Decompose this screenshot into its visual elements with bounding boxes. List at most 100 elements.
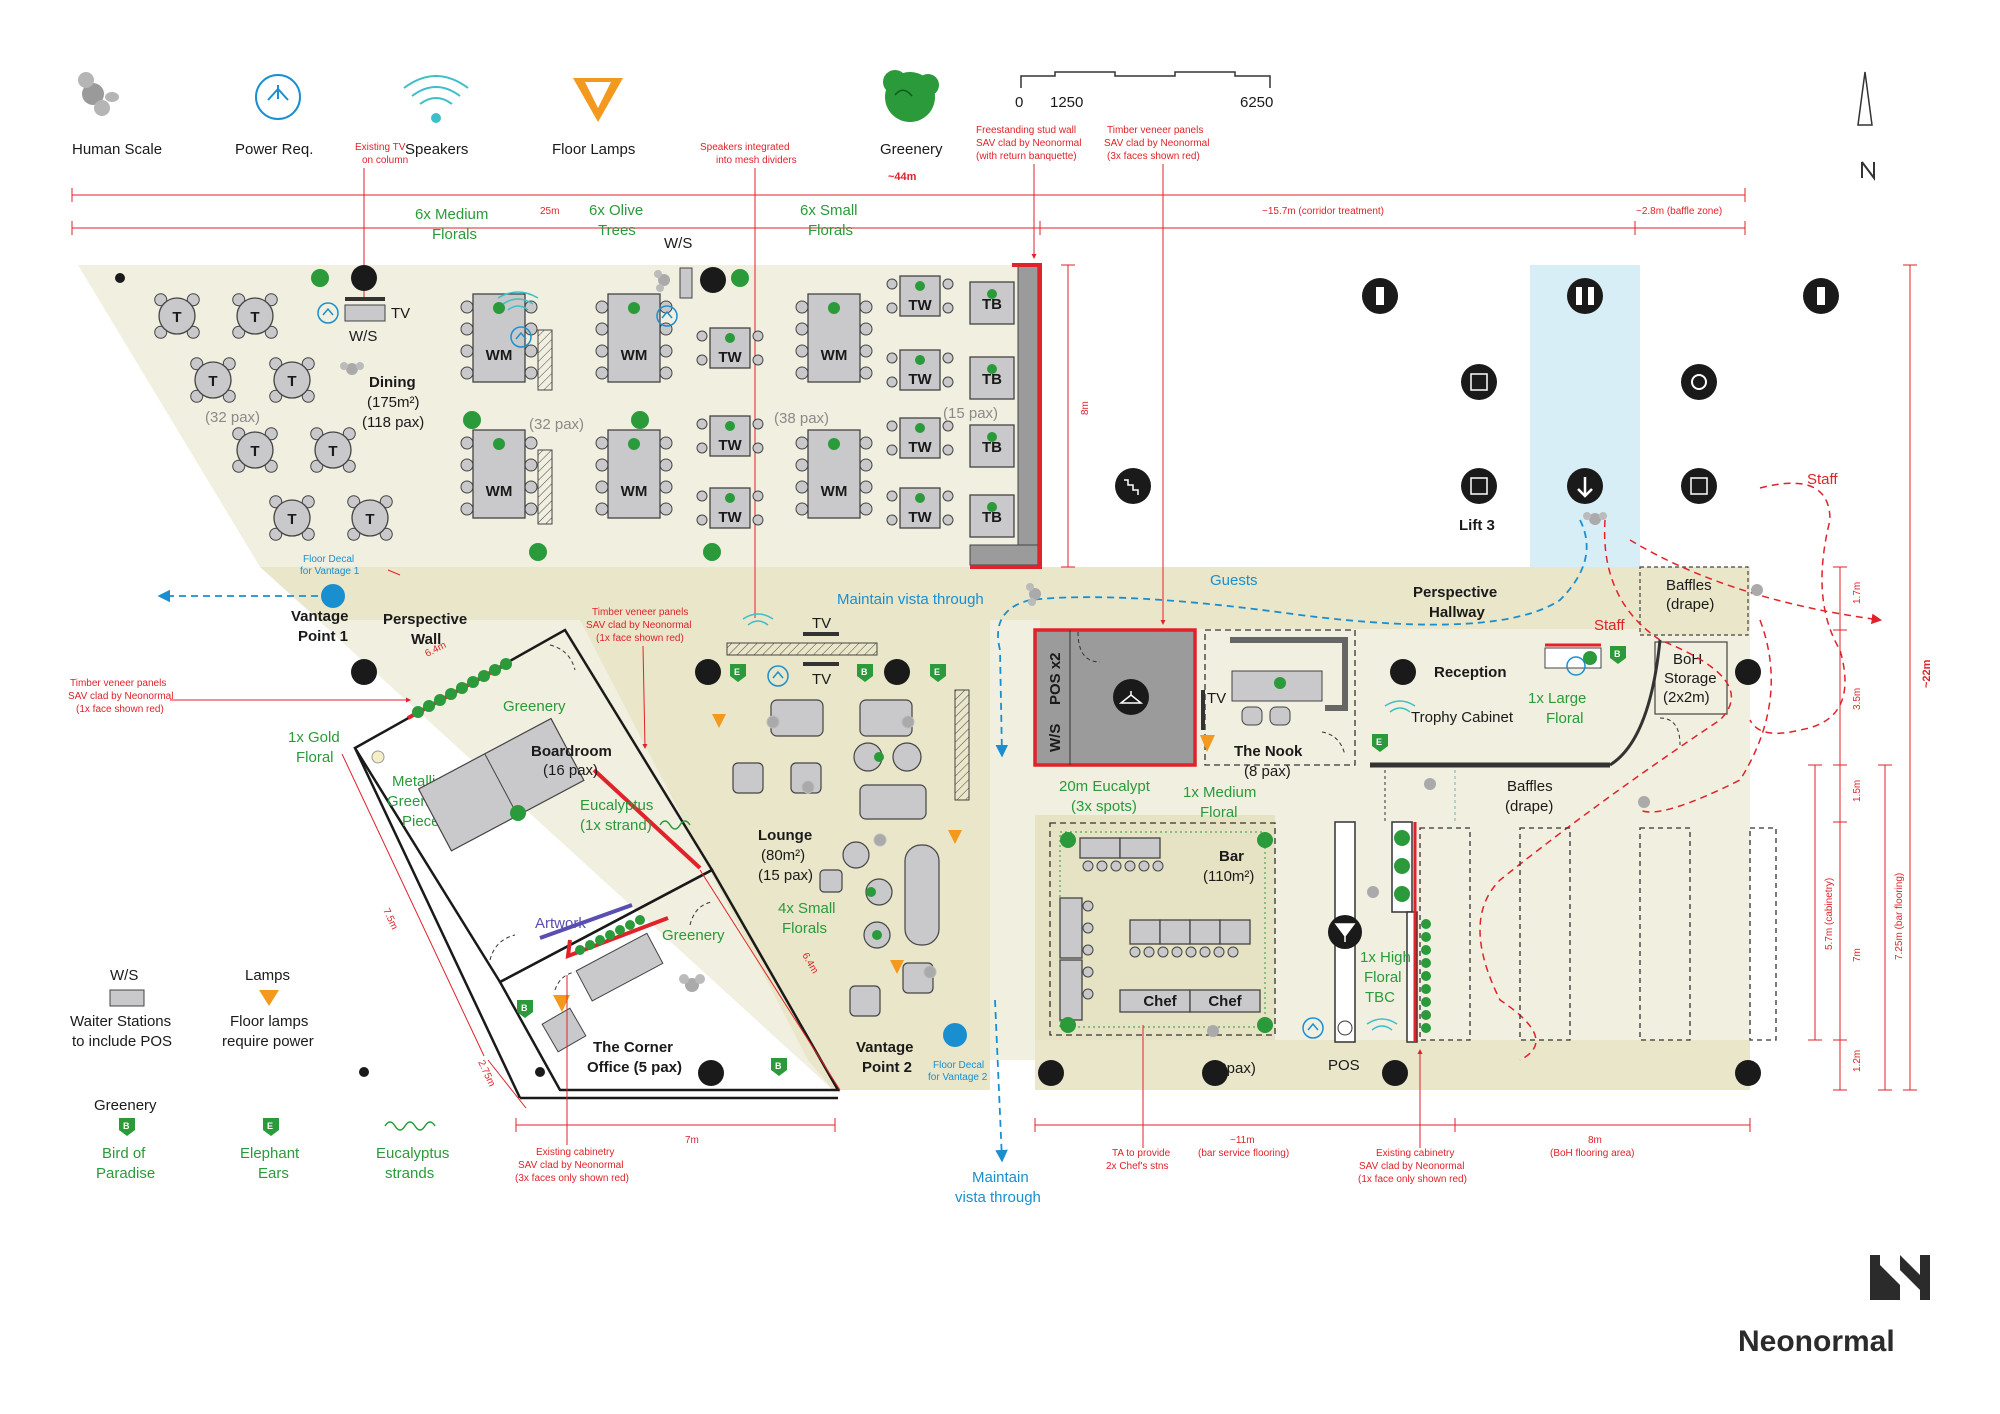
round-table: T bbox=[190, 357, 236, 403]
human-scale-icon bbox=[340, 362, 364, 375]
small-florals-2: Florals bbox=[782, 920, 827, 937]
legend-ws: W/S bbox=[110, 967, 138, 984]
table-label: WM bbox=[486, 347, 513, 364]
svg-text:E: E bbox=[934, 667, 940, 677]
lift-icon bbox=[1681, 468, 1717, 504]
staff-label-2: Staff bbox=[1594, 617, 1625, 634]
note-timber-left-1: Timber veneer panels bbox=[70, 678, 166, 689]
top-notes: Existing TV on column Speakers integrate… bbox=[355, 125, 1209, 625]
chef-station-2: Chef bbox=[1208, 993, 1242, 1010]
eucalyptus-2: (1x strand) bbox=[580, 817, 652, 834]
label-small-florals-1: 6x Small bbox=[800, 202, 858, 219]
column bbox=[351, 265, 377, 291]
note-timber-lounge-1: Timber veneer panels bbox=[592, 607, 688, 618]
corner-office-2: Office (5 pax) bbox=[587, 1059, 682, 1076]
table-label: TW bbox=[908, 439, 932, 456]
scale-bar bbox=[1020, 71, 1271, 88]
eucalypt-2: (3x spots) bbox=[1071, 798, 1137, 815]
dim-11m-a: ~11m bbox=[1230, 1135, 1255, 1146]
dim-11m-b: (bar service flooring) bbox=[1198, 1148, 1289, 1159]
pos-x2-label: POS x2 bbox=[1047, 652, 1064, 705]
round-table: T bbox=[154, 293, 200, 339]
legend-power-req: Power Req. bbox=[235, 141, 313, 158]
pos-label: POS bbox=[1328, 1057, 1360, 1074]
dim-bar-flooring: 7.25m (bar flooring) bbox=[1894, 873, 1905, 960]
note-timber-lounge-3: (1x face shown red) bbox=[596, 633, 684, 644]
label-medium-florals-2: Florals bbox=[432, 226, 477, 243]
vantage-1-b: Point 1 bbox=[298, 628, 348, 645]
greenery-strip bbox=[412, 658, 645, 955]
lounge-seat bbox=[732, 762, 764, 794]
lounge-seat bbox=[904, 844, 940, 946]
table-label: TW bbox=[908, 509, 932, 526]
lift-icon bbox=[1461, 364, 1497, 400]
power-icon bbox=[767, 665, 789, 687]
bird-of-paradise-icon: B bbox=[857, 664, 873, 682]
note-cabinetry1-2: SAV clad by Neonormal bbox=[1359, 1161, 1464, 1172]
small-florals-1: 4x Small bbox=[778, 900, 836, 917]
elephant-ears-icon: E bbox=[730, 664, 746, 682]
table-label: TW bbox=[718, 349, 742, 366]
dining-ws: W/S bbox=[349, 328, 377, 345]
vista-label-2b: vista through bbox=[955, 1189, 1041, 1206]
wm-table: WM bbox=[795, 293, 873, 383]
dim-25m: 25m bbox=[540, 206, 559, 217]
vantage-1-a: Vantage bbox=[291, 608, 349, 625]
baffles-top-1: Baffles bbox=[1666, 577, 1712, 594]
label-small-florals-2: Florals bbox=[808, 222, 853, 239]
neonormal-logo bbox=[1870, 1255, 1930, 1300]
bar-table bbox=[1059, 897, 1083, 959]
greenery-label-1: Greenery bbox=[503, 698, 566, 715]
bird-of-paradise-icon: B bbox=[119, 1118, 135, 1136]
medium-floral-2: Floral bbox=[1200, 804, 1238, 821]
floor-decal-2-b: for Vantage 2 bbox=[928, 1072, 988, 1083]
pax-15: (15 pax) bbox=[943, 405, 998, 422]
speaker-icon bbox=[742, 613, 774, 626]
pax-20: (20pax) bbox=[1205, 1060, 1256, 1077]
note-chef-2: 2x Chef's stns bbox=[1106, 1161, 1169, 1172]
gold-floral-1: 1x Gold bbox=[288, 729, 340, 746]
dim-2-75m: 2.75m bbox=[475, 1059, 497, 1089]
legend-greenery: Greenery bbox=[880, 141, 943, 158]
core-icons bbox=[1115, 278, 1839, 504]
tb-table: TB bbox=[969, 281, 1015, 325]
vantage-2-b: Point 2 bbox=[862, 1059, 912, 1076]
note-timber-left-2: SAV clad by Neonormal bbox=[68, 691, 173, 702]
table-label: TB bbox=[982, 439, 1002, 456]
svg-text:B: B bbox=[123, 1121, 130, 1131]
power-icon bbox=[317, 302, 339, 324]
down-arrow-icon bbox=[1567, 468, 1603, 504]
legend-bottom: W/S Waiter Stations to include POS Lamps… bbox=[70, 967, 449, 1182]
toilet-male-icon bbox=[1803, 278, 1839, 314]
eucalypt-1: 20m Eucalypt bbox=[1059, 778, 1151, 795]
note-chef-1: TA to provide bbox=[1112, 1148, 1171, 1159]
table-label: WM bbox=[821, 483, 848, 500]
speaker-icon bbox=[1366, 1018, 1398, 1031]
floor-decal-1-a: Floor Decal bbox=[303, 554, 354, 565]
vantage-2-decal bbox=[943, 1023, 967, 1047]
table-label: TB bbox=[982, 371, 1002, 388]
legend-human-scale: Human Scale bbox=[72, 141, 162, 158]
dim-7m: 7m bbox=[1852, 948, 1863, 962]
power-icon bbox=[656, 305, 678, 327]
north-icon bbox=[1857, 71, 1875, 181]
cocktail-icon bbox=[1328, 915, 1362, 949]
lounge-area: (80m²) bbox=[761, 847, 805, 864]
ws-label: W/S bbox=[1047, 724, 1064, 752]
dimension-lines-top bbox=[71, 188, 1746, 235]
table-label: T bbox=[365, 511, 374, 528]
human-scale-icon bbox=[1367, 886, 1379, 898]
bird-of-paradise-icon: B bbox=[771, 1058, 787, 1076]
round-table: T bbox=[269, 495, 315, 541]
svg-text:B: B bbox=[521, 1003, 528, 1013]
note-cabinetry1-1: Existing cabinetry bbox=[1376, 1148, 1454, 1159]
tw-table: TW bbox=[886, 417, 954, 459]
boardroom-title: Boardroom bbox=[531, 743, 612, 760]
svg-text:B: B bbox=[775, 1061, 782, 1071]
power-icon bbox=[1566, 656, 1586, 676]
table-label: T bbox=[328, 443, 337, 460]
svg-text:B: B bbox=[1614, 649, 1621, 659]
eucalyptus-1: Eucalyptus bbox=[580, 797, 653, 814]
